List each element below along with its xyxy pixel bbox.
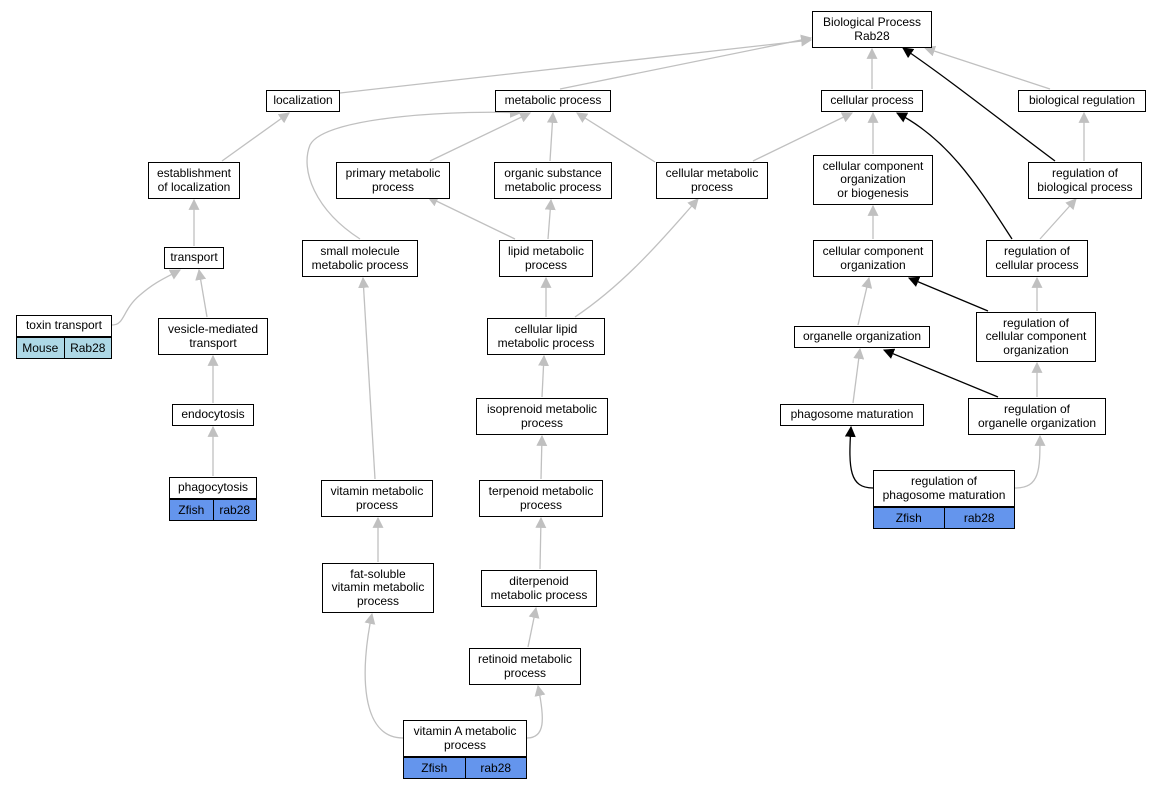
node-regulation-of-phagosome-maturation: regulation of phagosome maturation bbox=[873, 470, 1015, 507]
node-toxin-transport: toxin transport bbox=[16, 315, 112, 337]
edge-regulation-organelle-to-organelle bbox=[882, 348, 999, 398]
node-metabolic-process: metabolic process bbox=[495, 90, 611, 112]
node-organelle-organization: organelle organization bbox=[794, 326, 930, 348]
gene-tag: Rab28 bbox=[63, 338, 111, 358]
vitamin-a-metabolic-process-gene-tags: Zfish rab28 bbox=[403, 757, 527, 779]
node-diterpenoid-metabolic-process: diterpenoid metabolic process bbox=[481, 570, 597, 607]
edge-cellular-metabolic-to-cellular-process bbox=[752, 112, 853, 162]
node-small-molecule-metabolic-process: small molecule metabolic process bbox=[302, 240, 418, 277]
edge-localization-to-root bbox=[339, 35, 813, 94]
node-cellular-process: cellular process bbox=[821, 90, 923, 112]
edge-isoprenoid-to-cellular-lipid bbox=[538, 354, 550, 398]
edge-lipid-to-organic-substance bbox=[544, 198, 556, 240]
edge-cellular-metabolic-to-metabolic bbox=[576, 112, 656, 163]
node-regulation-of-biological-process: regulation of biological process bbox=[1028, 162, 1142, 199]
gene-tag: rab28 bbox=[943, 508, 1014, 528]
edge-lipid-to-primary-metabolic bbox=[427, 196, 516, 240]
node-phagocytosis: phagocytosis bbox=[169, 477, 257, 499]
node-cellular-lipid-metabolic-process: cellular lipid metabolic process bbox=[487, 318, 605, 355]
edge-diterpenoid-to-terpenoid bbox=[535, 516, 547, 570]
node-retinoid-metabolic-process: retinoid metabolic process bbox=[469, 648, 581, 685]
edge-toxin-transport-to-transport bbox=[111, 269, 181, 326]
node-localization: localization bbox=[266, 90, 340, 112]
node-transport: transport bbox=[164, 247, 224, 269]
node-regulation-of-cellular-component-organization: regulation of cellular component organiz… bbox=[976, 312, 1096, 362]
edge-vitamin-to-small-molecule bbox=[358, 276, 376, 480]
node-regulation-of-organelle-organization: regulation of organelle organization bbox=[968, 398, 1106, 435]
edge-regulation-phagosome-to-phagosome-maturation bbox=[844, 425, 874, 489]
species-tag: Zfish bbox=[170, 500, 213, 520]
node-terpenoid-metabolic-process: terpenoid metabolic process bbox=[479, 480, 603, 517]
toxin-transport-gene-tags: Mouse Rab28 bbox=[16, 337, 112, 359]
gene-tag: rab28 bbox=[464, 758, 526, 778]
node-primary-metabolic-process: primary metabolic process bbox=[336, 162, 450, 199]
species-tag: Zfish bbox=[404, 758, 465, 778]
node-biological-process-rab28: Biological Process Rab28 bbox=[812, 11, 932, 48]
edge-phagosome-maturation-to-organelle bbox=[852, 347, 865, 404]
gene-tag: rab28 bbox=[212, 500, 256, 520]
edge-organic-substance-to-metabolic bbox=[546, 111, 558, 162]
edge-vitamin-a-to-retinoid bbox=[526, 684, 546, 739]
node-cellular-component-organization: cellular component organization bbox=[813, 240, 933, 277]
node-vitamin-metabolic-process: vitamin metabolic process bbox=[321, 480, 433, 517]
node-biological-regulation: biological regulation bbox=[1018, 90, 1146, 112]
node-organic-substance-metabolic-process: organic substance metabolic process bbox=[494, 162, 612, 199]
edge-vesicle-to-transport bbox=[195, 268, 208, 318]
node-fat-soluble-vitamin-metabolic-process: fat-soluble vitamin metabolic process bbox=[322, 563, 434, 613]
edge-small-molecule-to-metabolic bbox=[306, 106, 522, 240]
edge-organelle-to-cco bbox=[857, 276, 873, 326]
edge-primary-metabolic-to-metabolic bbox=[429, 112, 531, 162]
edge-regulation-cco-to-cco bbox=[907, 276, 989, 312]
node-vitamin-a-metabolic-process: vitamin A metabolic process bbox=[403, 720, 527, 757]
edge-regulation-phagosome-to-regulation-organelle bbox=[1014, 434, 1046, 489]
node-regulation-of-cellular-process: regulation of cellular process bbox=[986, 240, 1088, 277]
node-endocytosis: endocytosis bbox=[172, 404, 254, 426]
node-isoprenoid-metabolic-process: isoprenoid metabolic process bbox=[476, 398, 608, 435]
edge-regulation-cellular-to-regulation-biological bbox=[1039, 198, 1077, 240]
edge-establishment-to-localization bbox=[221, 112, 290, 162]
edge-cellular-lipid-to-cellular-metabolic bbox=[574, 198, 699, 318]
regulation-of-phagosome-maturation-gene-tags: Zfish rab28 bbox=[873, 507, 1015, 529]
node-vesicle-mediated-transport: vesicle-mediated transport bbox=[158, 318, 268, 355]
edge-biological-regulation-to-root bbox=[923, 45, 1051, 90]
node-cellular-metabolic-process: cellular metabolic process bbox=[656, 162, 768, 199]
node-phagosome-maturation: phagosome maturation bbox=[780, 404, 924, 426]
edge-regulation-cellular-to-cellular-process bbox=[896, 112, 1013, 240]
edge-terpenoid-to-isoprenoid bbox=[536, 434, 548, 480]
edge-metabolic-to-root bbox=[559, 34, 813, 90]
species-tag: Zfish bbox=[874, 508, 944, 528]
node-lipid-metabolic-process: lipid metabolic process bbox=[499, 240, 593, 277]
edge-regulation-of-biological-process-to-root bbox=[902, 47, 1056, 162]
phagocytosis-gene-tags: Zfish rab28 bbox=[169, 499, 257, 521]
node-cellular-component-organization-or-biogenesis: cellular component organization or bioge… bbox=[813, 155, 933, 205]
edge-vitamin-a-to-fat-soluble bbox=[364, 612, 404, 739]
node-establishment-of-localization: establishment of localization bbox=[148, 162, 240, 199]
edge-retinoid-to-diterpenoid bbox=[527, 606, 540, 648]
species-tag: Mouse bbox=[17, 338, 64, 358]
